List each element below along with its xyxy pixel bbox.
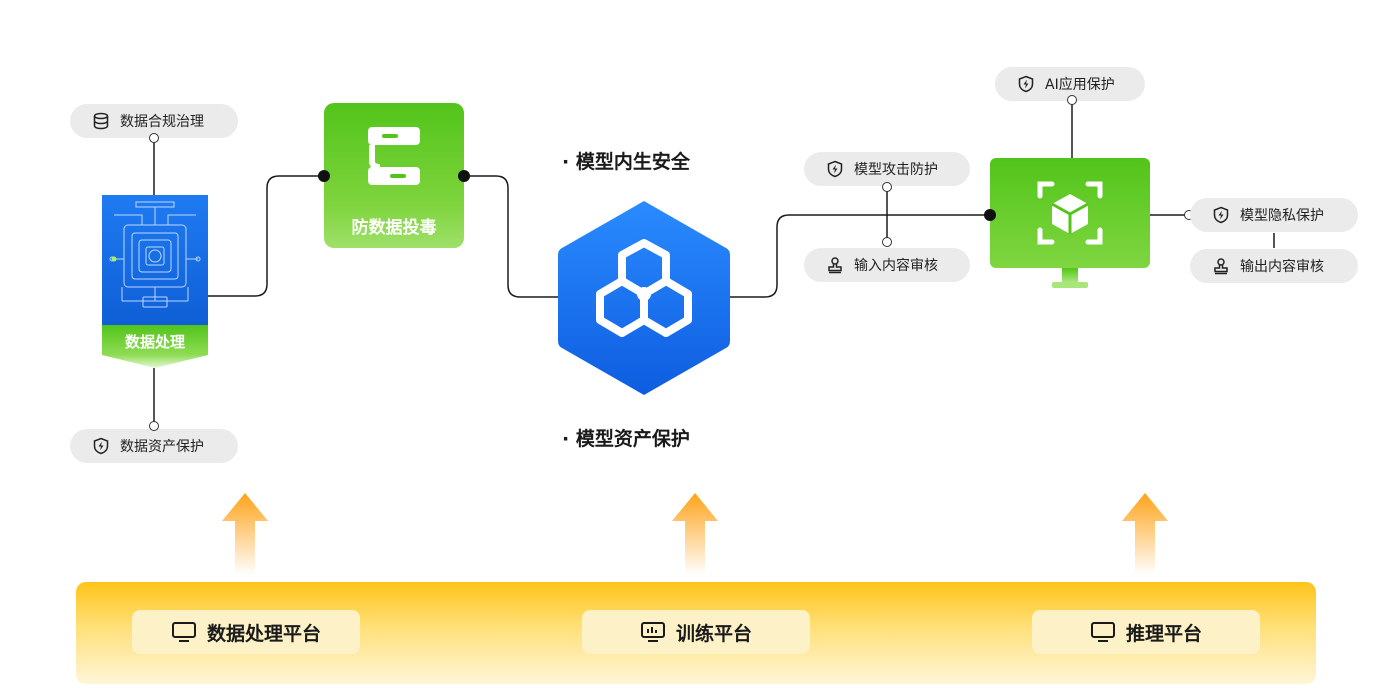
connector-ring [882, 237, 892, 247]
output-review-pill: 输出内容审核 [1190, 249, 1358, 283]
anti-poisoning-label: 防数据投毒 [351, 218, 437, 238]
connector-dot [458, 170, 470, 182]
connector-ring [882, 182, 892, 192]
connector-ring [149, 133, 159, 143]
model-intrinsic-security-text: · 模型内生安全 [562, 151, 690, 173]
data-asset-protect-label: 数据资产保护 [120, 439, 204, 455]
inference-platform: 推理平台 [1032, 610, 1260, 654]
data-processing-card: 数据处理 [102, 195, 208, 368]
up-arrow-icon [672, 493, 718, 575]
connector-ring [1067, 95, 1077, 105]
anti-poisoning-box: 防数据投毒 [324, 103, 464, 248]
model-attack-protect-label: 模型攻击防护 [854, 162, 938, 178]
training-monitor-icon [640, 622, 665, 642]
data-processing-platform: 数据处理平台 [132, 610, 360, 654]
ai-monitor-icon [990, 158, 1150, 288]
data-asset-protect-pill: 数据资产保护 [70, 429, 238, 463]
connector-ring [149, 421, 159, 431]
shield-bolt-icon [827, 160, 843, 178]
shield-bolt-icon [93, 437, 109, 455]
model-privacy-protect-pill: 模型隐私保护 [1190, 198, 1358, 232]
input-review-pill: 输入内容审核 [804, 248, 970, 282]
up-arrow-icon [1122, 493, 1168, 575]
monitor-icon [171, 622, 196, 642]
path-flow-icon [368, 127, 420, 185]
output-review-label: 输出内容审核 [1240, 259, 1324, 275]
training-platform-label: 训练平台 [675, 622, 752, 645]
stamp-icon [828, 257, 842, 274]
hexagon-model-icon [558, 201, 730, 395]
shield-bolt-icon [1018, 75, 1034, 93]
connector-dot [984, 209, 996, 221]
shield-bolt-icon [1213, 206, 1229, 224]
model-attack-protect-pill: 模型攻击防护 [804, 152, 970, 186]
monitor-icon [1090, 622, 1115, 642]
data-compliance-pill: 数据合规治理 [70, 104, 238, 138]
data-processing-label: 数据处理 [124, 333, 185, 351]
training-platform: 训练平台 [582, 610, 810, 654]
stamp-icon [1214, 258, 1228, 275]
inference-platform-label: 推理平台 [1125, 622, 1202, 645]
model-privacy-protect-label: 模型隐私保护 [1240, 208, 1324, 224]
input-review-label: 输入内容审核 [854, 258, 938, 274]
database-icon [93, 112, 109, 130]
data-compliance-label: 数据合规治理 [120, 114, 204, 130]
up-arrow-icon [222, 493, 268, 575]
platform-bar: 数据处理平台 训练平台 推理平台 [76, 582, 1316, 684]
ai-app-protect-label: AI应用保护 [1045, 77, 1115, 93]
connector-dot [318, 170, 330, 182]
model-asset-protection-text: · 模型资产保护 [562, 428, 690, 450]
circuit-chip-image [102, 195, 208, 368]
data-processing-platform-label: 数据处理平台 [206, 622, 321, 645]
